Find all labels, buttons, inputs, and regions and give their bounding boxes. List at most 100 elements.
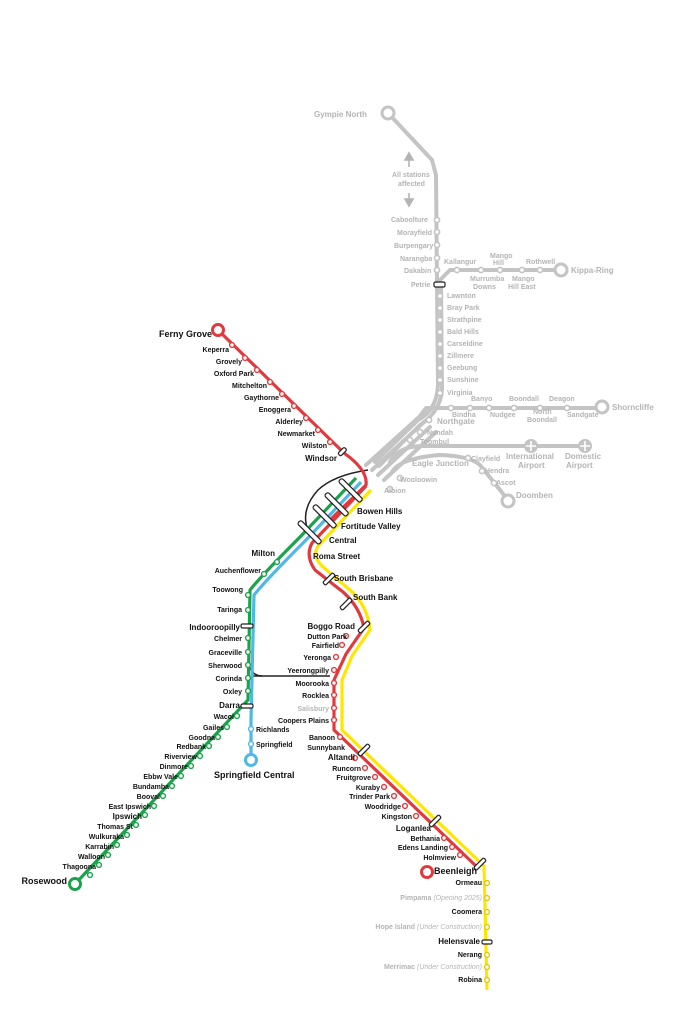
svg-text:Kallangur: Kallangur <box>444 259 477 266</box>
svg-text:Ascot: Ascot <box>496 480 516 487</box>
svg-text:Airport: Airport <box>518 461 545 470</box>
svg-text:Yeronga: Yeronga <box>303 655 331 662</box>
svg-text:Lawnton: Lawnton <box>447 293 476 300</box>
svg-text:Gailes: Gailes <box>203 725 224 732</box>
svg-text:Rocklea: Rocklea <box>302 693 329 700</box>
line-exhibition-loop <box>304 469 369 531</box>
svg-text:Edens Landing: Edens Landing <box>398 845 448 852</box>
terminus-kippa-ring <box>553 262 569 278</box>
svg-text:Albion: Albion <box>384 488 406 495</box>
svg-text:Milton: Milton <box>251 549 275 558</box>
svg-text:Rothwell: Rothwell <box>526 259 555 266</box>
svg-text:Runcorn: Runcorn <box>332 766 361 773</box>
svg-text:Keperra: Keperra <box>203 347 230 354</box>
svg-text:Kingston: Kingston <box>382 814 412 821</box>
interchanges <box>240 447 493 945</box>
svg-text:Pimpama (Opening 2025): Pimpama (Opening 2025) <box>400 895 482 902</box>
svg-text:affected: affected <box>398 181 425 188</box>
svg-text:Burpengary: Burpengary <box>394 243 433 250</box>
label-shorncliffe: Shorncliffe <box>612 403 654 412</box>
svg-text:Hill East: Hill East <box>508 284 536 291</box>
svg-text:Sunshine: Sunshine <box>447 377 479 384</box>
svg-text:Taringa: Taringa <box>217 607 242 614</box>
arrows-icon <box>403 151 415 208</box>
svg-text:Dinmore: Dinmore <box>160 764 189 771</box>
label-petrie: Petrie <box>411 282 431 289</box>
terminus-doomben <box>500 493 516 509</box>
svg-text:South Bank: South Bank <box>353 593 398 602</box>
svg-text:Strathpine: Strathpine <box>447 317 482 324</box>
svg-text:Richlands: Richlands <box>256 727 290 734</box>
svg-text:Narangba: Narangba <box>400 256 432 263</box>
labels-ferny-grove: Ferny Grove Keperra Grovely Oxford Park … <box>159 329 337 463</box>
svg-text:Oxford Park: Oxford Park <box>214 371 254 378</box>
svg-text:Moorooka: Moorooka <box>296 681 330 688</box>
terminus-gympie-north <box>380 105 396 121</box>
svg-text:Dutton Park: Dutton Park <box>307 634 347 641</box>
svg-text:All stations: All stations <box>392 172 430 179</box>
svg-text:Domestic: Domestic <box>565 452 602 461</box>
label-beenleigh: Beenleigh <box>434 866 477 876</box>
svg-text:Hope Island (Under Constructio: Hope Island (Under Construction) <box>375 924 482 931</box>
svg-text:Morayfield: Morayfield <box>397 230 432 237</box>
svg-text:Downs: Downs <box>473 284 496 291</box>
label-ferny-grove: Ferny Grove <box>159 329 212 339</box>
svg-text:Banoon: Banoon <box>309 735 335 742</box>
svg-text:Merrimac (Under Construction): Merrimac (Under Construction) <box>384 964 482 971</box>
grey-lines <box>364 111 604 502</box>
svg-text:Roma Street: Roma Street <box>313 552 360 561</box>
svg-text:Bray Park: Bray Park <box>447 305 480 312</box>
labels-ipswich: Milton Auchenflower Toowong Taringa Indo… <box>21 549 275 886</box>
svg-text:Fairfield: Fairfield <box>312 643 339 650</box>
svg-text:Thomas St: Thomas St <box>97 824 133 831</box>
svg-text:Wacol: Wacol <box>214 714 234 721</box>
terminus-rosewood <box>68 877 82 891</box>
svg-text:Bethania: Bethania <box>410 836 440 843</box>
terminus-springfield-central <box>244 753 258 767</box>
svg-text:Auchenflower: Auchenflower <box>215 568 262 575</box>
svg-text:Goodna: Goodna <box>189 735 216 742</box>
svg-text:Northgate: Northgate <box>437 417 475 426</box>
svg-text:Sherwood: Sherwood <box>208 663 242 670</box>
svg-text:Caboolture: Caboolture <box>391 217 428 224</box>
svg-text:Indooroopilly: Indooroopilly <box>189 623 240 632</box>
svg-text:Springfield: Springfield <box>256 742 293 749</box>
svg-text:Boondall: Boondall <box>527 417 557 424</box>
svg-text:Walloon: Walloon <box>78 854 105 861</box>
svg-text:Virginia: Virginia <box>447 390 473 397</box>
interchange-petrie <box>433 281 446 288</box>
airport-icons <box>524 439 592 453</box>
svg-text:Dakabin: Dakabin <box>404 268 431 275</box>
svg-text:Grovely: Grovely <box>216 359 242 366</box>
svg-text:International: International <box>506 452 554 461</box>
svg-text:Newmarket: Newmarket <box>278 431 316 438</box>
stations <box>86 341 491 984</box>
labels-city: Bowen Hills Fortitude Valley Central Rom… <box>313 507 403 602</box>
svg-text:Mango: Mango <box>512 276 535 283</box>
terminus-beenleigh <box>420 865 434 879</box>
svg-text:Toowong: Toowong <box>212 587 243 594</box>
svg-text:Salisbury: Salisbury <box>297 706 329 713</box>
svg-text:Trinder Park: Trinder Park <box>349 794 390 801</box>
svg-text:Wooloowin: Wooloowin <box>400 477 437 484</box>
svg-text:Oxley: Oxley <box>223 689 242 696</box>
svg-text:Nudgee: Nudgee <box>490 412 516 419</box>
svg-text:Fortitude Valley: Fortitude Valley <box>341 522 401 531</box>
svg-text:Thagoona: Thagoona <box>63 864 97 871</box>
svg-text:Gaythorne: Gaythorne <box>244 395 279 402</box>
svg-text:Booval: Booval <box>137 794 160 801</box>
svg-text:Nundah: Nundah <box>427 430 453 437</box>
svg-text:Bowen Hills: Bowen Hills <box>357 507 403 516</box>
svg-text:Mango: Mango <box>490 253 513 260</box>
label-gympie-north: Gympie North <box>314 110 367 119</box>
svg-text:Helensvale: Helensvale <box>438 937 480 946</box>
svg-text:Nerang: Nerang <box>458 952 482 959</box>
terminus-shorncliffe <box>594 399 610 415</box>
svg-text:Alderley: Alderley <box>275 419 303 426</box>
svg-text:Hill: Hill <box>493 260 504 267</box>
labels-springfield: Richlands Springfield Springfield Centra… <box>214 727 295 780</box>
svg-text:Woodridge: Woodridge <box>365 804 402 811</box>
svg-text:Darra: Darra <box>219 701 240 710</box>
svg-text:Coopers Plains: Coopers Plains <box>278 718 329 725</box>
labels-grey: Gympie North All stations affected Caboo… <box>314 110 654 500</box>
